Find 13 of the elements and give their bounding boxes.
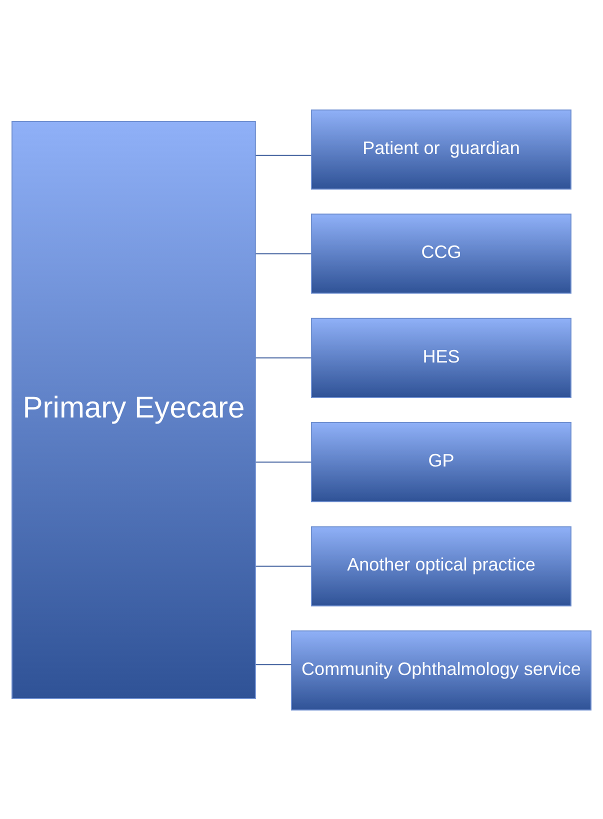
connector [255,252,312,254]
connector [255,356,312,358]
node-box: GP [311,422,572,502]
connector [255,154,312,156]
node-box: Community Ophthalmology service [290,630,592,710]
node-box: HES [311,317,572,398]
connector [255,664,292,665]
node-box: Patient or guardian [311,109,572,190]
node-box: Another optical practice [311,526,572,606]
connector [255,461,312,462]
node-box: Primary Eyecare [12,120,256,698]
node-box: CCG [311,213,572,294]
connector [255,565,312,566]
